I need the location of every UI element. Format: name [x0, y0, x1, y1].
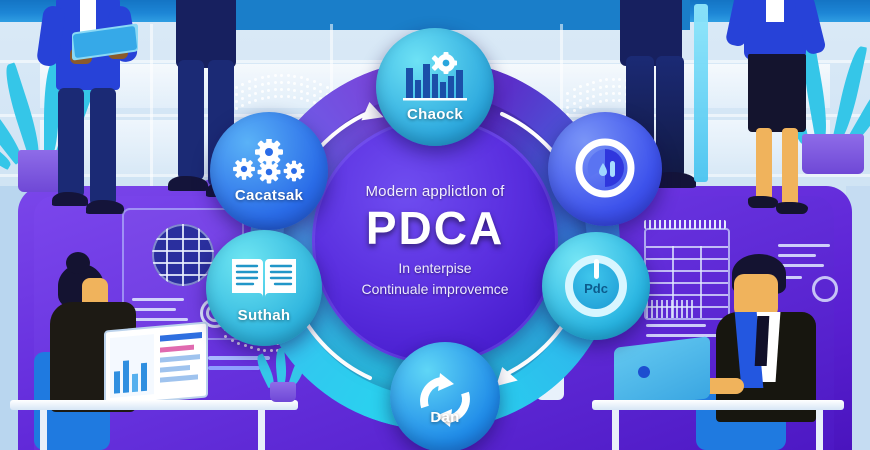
glass-board — [694, 4, 708, 182]
wall-dot-icon — [812, 276, 838, 302]
cycle-node-plan-label: Dan — [430, 408, 460, 426]
gear-barchart-icon — [403, 51, 467, 100]
pdca-cycle-diagram: Modern applictlon of PDCA In enterpise C… — [206, 28, 662, 450]
cycle-node-pdc[interactable]: Pdc — [542, 232, 650, 340]
hub-line-1: Modern applictlon of — [365, 183, 505, 201]
globe-icon — [152, 224, 214, 286]
monitor-left — [104, 321, 208, 407]
wall-barcode — [646, 300, 694, 318]
ceiling-band-inner — [190, 0, 690, 30]
pie-circle-icon — [575, 138, 635, 198]
cycle-node-study[interactable]: Suthah — [206, 230, 322, 346]
cycle-node-do[interactable] — [548, 112, 662, 226]
gears-icon — [233, 138, 305, 183]
cycle-node-plan[interactable]: Dan — [390, 342, 500, 450]
cycle-node-act-label: Cacatsak — [234, 186, 304, 204]
cycle-node-act[interactable]: Cacatsak — [210, 112, 328, 230]
refresh-cycle-icon — [420, 372, 470, 427]
cycle-node-check[interactable]: Chaock — [376, 28, 494, 146]
hub-line-3b: Continuale improvemce — [361, 280, 509, 297]
desk-right — [592, 400, 844, 410]
open-book-icon — [232, 258, 296, 297]
cycle-node-study-label: Suthah — [237, 306, 291, 324]
cycle-node-check-label: Chaock — [407, 105, 463, 123]
hub-line-3a: In enterpise — [398, 260, 472, 277]
laptop-logo — [638, 366, 650, 378]
desk-left — [10, 400, 298, 410]
power-badge-icon: Pdc — [565, 255, 627, 317]
pdca-hub: Modern applictlon of PDCA In enterpise C… — [312, 118, 558, 364]
laptop — [614, 336, 710, 410]
hub-title: PDCA — [365, 202, 505, 255]
cycle-node-pdc-label: Pdc — [584, 280, 608, 296]
